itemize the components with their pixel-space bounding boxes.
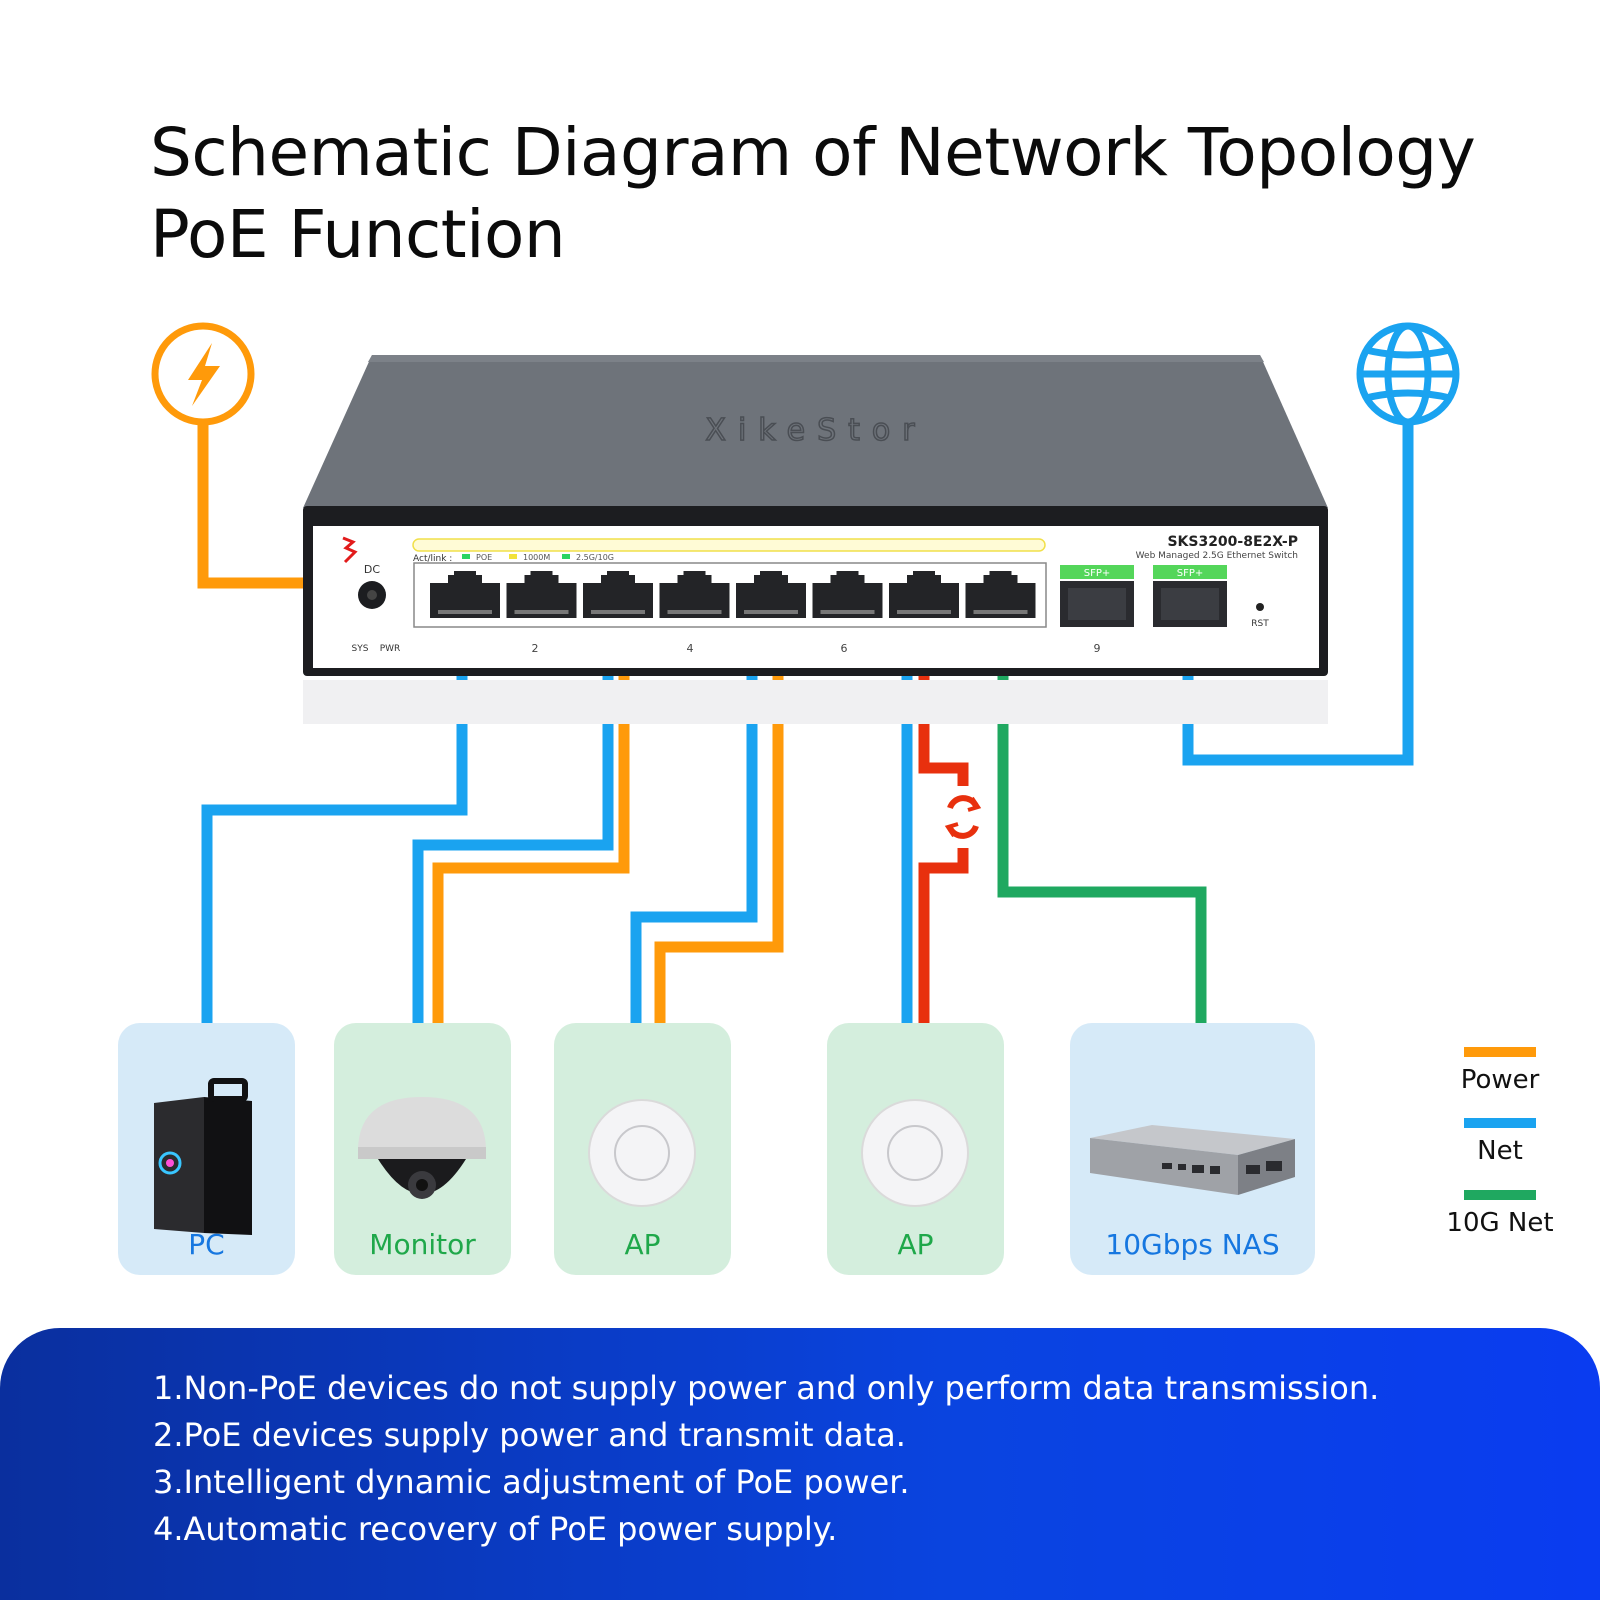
device-card-ap-2: AP (827, 1023, 1004, 1275)
pc-tower-icon (154, 1078, 252, 1235)
device-label-monitor: Monitor (369, 1228, 476, 1261)
led-legend-poe: POE (476, 553, 492, 562)
legend-swatch-power (1464, 1047, 1536, 1057)
brand-logo-icon (342, 536, 358, 564)
title-line-1: Schematic Diagram of Network Topology (150, 114, 1476, 191)
page-title: Schematic Diagram of Network Topology Po… (150, 112, 1476, 276)
nas-device-icon (1090, 1125, 1295, 1195)
legend-power: Power (1430, 1047, 1570, 1095)
feature-notes-list: 1.Non-PoE devices do not supply power an… (153, 1365, 1379, 1553)
sfp-port-10: SFP+ (1153, 565, 1227, 627)
net10g-cable-nas (997, 640, 1207, 1023)
net-cable-pc (201, 640, 468, 1023)
legend-label-10g-net: 10G Net (1446, 1208, 1554, 1238)
device-card-nas: 10Gbps NAS (1070, 1023, 1315, 1275)
network-switch: XikeStor DC SYS PWR Act/link : POE 1000M… (303, 355, 1328, 724)
access-point-icon (588, 1099, 696, 1207)
sfp-label-9: SFP+ (1084, 568, 1111, 579)
port-number-4: 4 (687, 642, 694, 655)
led-legend-25g: 2.5G/10G (576, 553, 614, 562)
feature-note: 3.Intelligent dynamic adjustment of PoE … (153, 1463, 910, 1501)
port-number-9: 9 (1094, 642, 1101, 655)
device-label-ap-2: AP (897, 1228, 934, 1261)
rj45-port-2 (506, 571, 577, 618)
internet-globe-icon (1356, 322, 1460, 426)
switch-subtitle: Web Managed 2.5G Ethernet Switch (1136, 551, 1298, 561)
dc-label: DC (364, 563, 380, 576)
auto-recovery-icon (944, 795, 982, 839)
act-link-label: Act/link : (413, 554, 452, 564)
feature-note: 2.PoE devices supply power and transmit … (153, 1416, 906, 1454)
net-cable-ap1 (630, 640, 758, 1023)
rj45-port-group (430, 571, 1036, 618)
led-legend: POE 1000M 2.5G/10G (462, 553, 614, 562)
topology-diagram: XikeStor DC SYS PWR Act/link : POE 1000M… (151, 322, 1460, 1023)
device-label-ap-1: AP (624, 1228, 661, 1261)
legend-net: Net (1430, 1118, 1570, 1166)
rj45-port-3 (583, 571, 653, 618)
port-number-6: 6 (841, 642, 848, 655)
port-number-2: 2 (532, 642, 539, 655)
title-line-2: PoE Function (150, 196, 566, 273)
device-label-pc: PC (188, 1228, 225, 1261)
legend-swatch-net (1464, 1118, 1536, 1128)
device-card-monitor: Monitor (334, 1023, 511, 1275)
switch-model: SKS3200-8E2X-P (1167, 534, 1298, 550)
feature-notes-panel: 1.Non-PoE devices do not supply power an… (0, 1328, 1600, 1600)
device-label-nas: 10Gbps NAS (1105, 1228, 1280, 1261)
legend-10g-net: 10G Net (1430, 1190, 1570, 1238)
rj45-port-5 (736, 571, 806, 618)
port-number-group: 2 4 6 9 (532, 642, 1101, 655)
rj45-port-4 (659, 571, 730, 618)
power-cable-monitor (432, 640, 630, 1023)
legend-label-power: Power (1460, 1065, 1540, 1095)
security-camera-icon (358, 1097, 486, 1199)
sfp-port-9: SFP+ (1060, 565, 1134, 627)
rj45-port-6 (812, 571, 883, 618)
power-cable-ap1 (654, 640, 784, 1023)
pwr-label: PWR (380, 644, 401, 654)
net-cable-monitor (412, 640, 614, 1023)
switch-brand: XikeStor (705, 413, 926, 448)
power-cable-ap2-bottom (918, 848, 969, 1023)
sys-label: SYS (352, 644, 369, 654)
rj45-port-8 (965, 571, 1036, 618)
rj45-port-1 (430, 571, 500, 618)
legend-label-net: Net (1477, 1136, 1523, 1166)
power-source-icon (151, 322, 255, 426)
legend-swatch-10g-net (1464, 1190, 1536, 1200)
reset-button (1256, 603, 1264, 611)
sfp-label-10: SFP+ (1177, 568, 1204, 579)
device-card-pc: PC (118, 1023, 295, 1275)
rj45-port-7 (889, 571, 959, 618)
feature-note: 1.Non-PoE devices do not supply power an… (153, 1369, 1380, 1407)
rst-label: RST (1251, 619, 1269, 629)
access-point-icon (861, 1099, 969, 1207)
led-legend-1000m: 1000M (523, 553, 550, 562)
feature-note: 4.Automatic recovery of PoE power supply… (153, 1510, 838, 1548)
device-card-ap-1: AP (554, 1023, 731, 1275)
